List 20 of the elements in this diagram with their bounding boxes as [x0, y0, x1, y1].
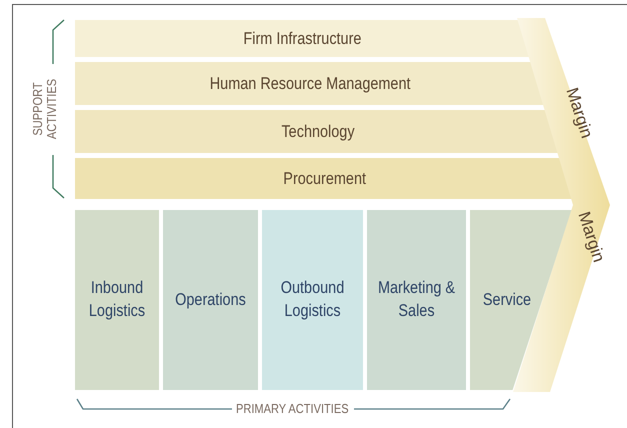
- margin-label: Margin: [561, 85, 597, 141]
- margin-label: Margin: [573, 209, 609, 265]
- activity-label: Human Resource Management: [210, 74, 410, 94]
- activity-label: Firm Infrastructure: [243, 28, 362, 48]
- activity-label: Outbound Logistics: [280, 277, 346, 322]
- activity-label: Inbound Logistics: [88, 277, 146, 322]
- activity-column: [163, 210, 258, 390]
- activity-band: [75, 110, 560, 153]
- activity-band: [75, 20, 530, 57]
- activity-band: [75, 62, 545, 105]
- activity-label: Technology: [281, 122, 354, 142]
- activity-label: Operations: [174, 288, 247, 311]
- section-label: SUPPORT ACTIVITIES: [31, 78, 59, 142]
- activity-column: [262, 210, 363, 390]
- activity-column: [75, 210, 159, 390]
- section-label: PRIMARY ACTIVITIES: [236, 401, 349, 416]
- activity-label: Service: [482, 288, 532, 311]
- activity-label: Marketing & Sales: [376, 277, 456, 322]
- activity-label: Procurement: [284, 168, 366, 188]
- activity-column: [367, 210, 466, 390]
